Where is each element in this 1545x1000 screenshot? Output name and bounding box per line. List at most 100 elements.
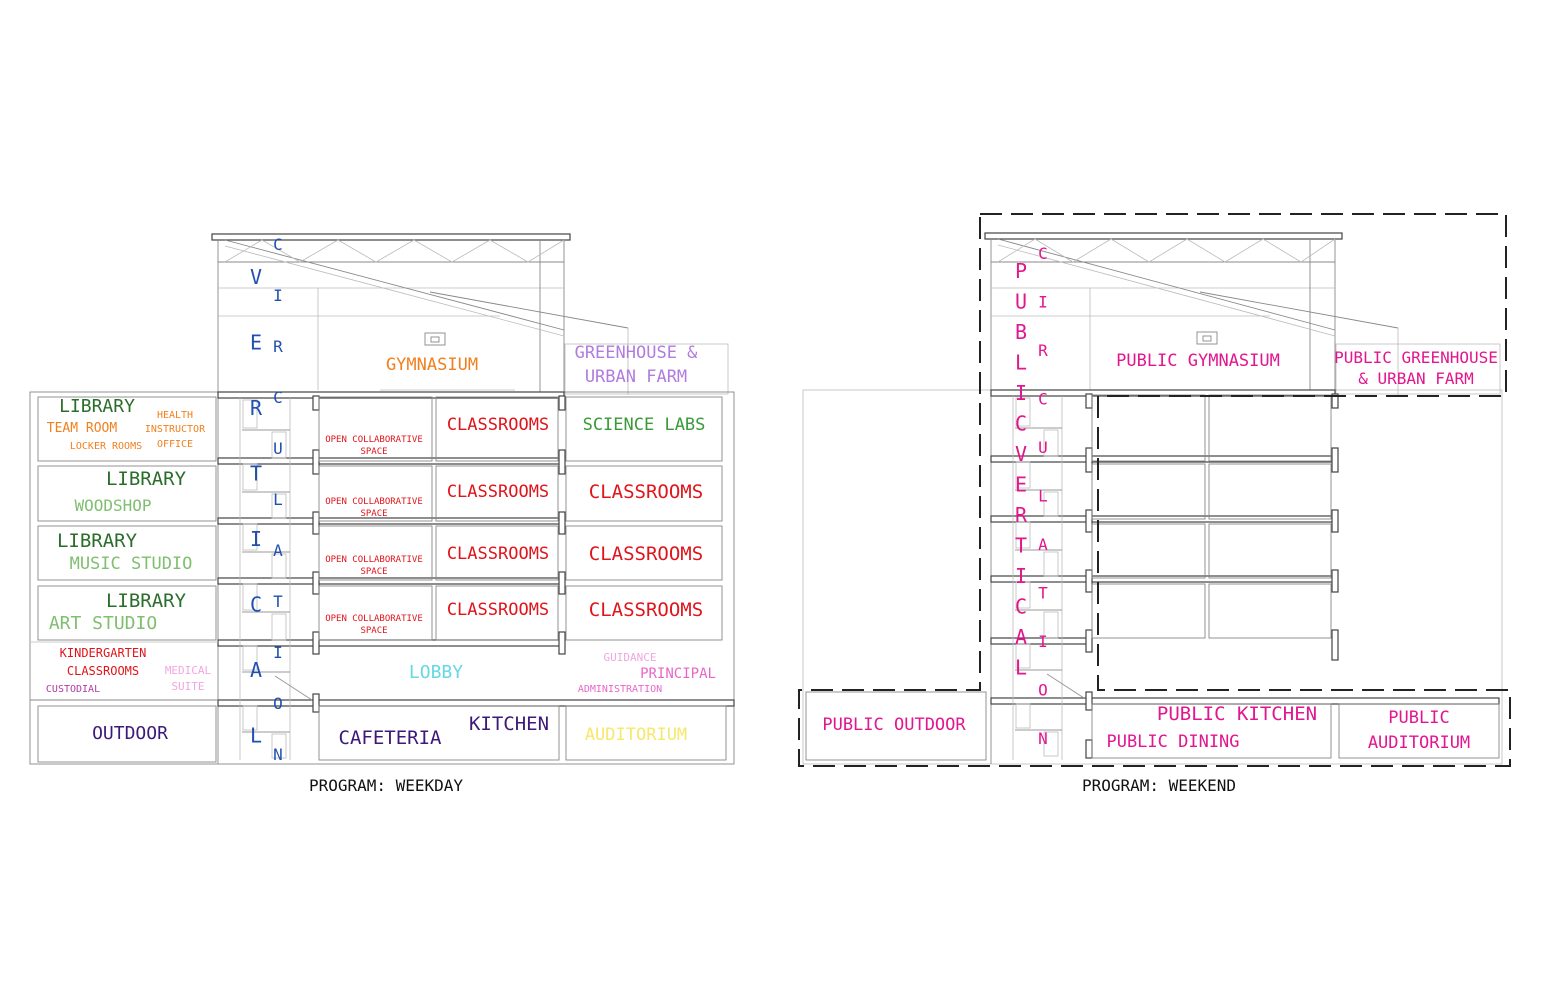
weekend-public-vertical-letter: V — [1015, 442, 1027, 466]
weekday-vertical-letter: L — [250, 724, 262, 748]
weekday-vertical-letter: V — [250, 265, 262, 289]
weekday-room-boxes — [37, 396, 727, 763]
weekday-columns — [312, 395, 566, 713]
weekday-f4-library: LIBRARY — [59, 396, 135, 417]
weekday-health-3: OFFICE — [157, 439, 193, 450]
weekend-auditorium-2: AUDITORIUM — [1368, 733, 1470, 753]
weekday-science-labs: SCIENCE LABS — [583, 415, 706, 435]
weekday-f2-library: LIBRARY — [57, 530, 138, 552]
weekday-kitchen: KITCHEN — [469, 713, 549, 735]
weekday-lobby: LOBBY — [409, 662, 463, 683]
weekend-circulation-letter: U — [1038, 438, 1048, 457]
weekday-circulation-letter: I — [273, 286, 283, 305]
weekday-woodshop: WOODSHOP — [74, 496, 151, 515]
weekday-f2-classrooms-a: CLASSROOMS — [447, 544, 549, 564]
weekend-public-vertical-letter: C — [1015, 595, 1027, 619]
weekend-circulation-letter: O — [1038, 681, 1048, 700]
weekday-circulation-letter: T — [273, 592, 283, 611]
weekend-public-vertical-letter: P — [1015, 259, 1027, 283]
weekend-columns — [1085, 393, 1339, 759]
weekday-circulation-letter: A — [273, 541, 283, 560]
weekday-f1-library: LIBRARY — [106, 590, 187, 612]
weekday-f3-ocs-1: OPEN COLLABORATIVE — [325, 497, 423, 507]
weekday-custodial: CUSTODIAL — [46, 684, 100, 695]
weekend-gym-structure — [984, 232, 1501, 395]
weekday-kindergarten-classrooms: CLASSROOMS — [67, 664, 139, 678]
weekend-closed-rooms — [805, 394, 1500, 761]
weekday-administration: ADMINISTRATION — [578, 684, 662, 695]
weekday-health-1: HEALTH — [157, 410, 193, 421]
weekday-circulation-letter: R — [273, 337, 283, 356]
weekday-f3-classrooms-a: CLASSROOMS — [447, 482, 549, 502]
weekend-circulation-letter: C — [1038, 244, 1048, 263]
weekday-vertical-letter: T — [250, 462, 262, 486]
weekend-circulation-letter: R — [1038, 341, 1048, 360]
weekday-caption: PROGRAM: WEEKDAY — [309, 776, 463, 795]
weekend-circulation-letter: T — [1038, 584, 1048, 603]
weekend-auditorium-1: PUBLIC — [1388, 708, 1449, 728]
weekend-public-vertical-letter: E — [1015, 473, 1027, 497]
weekday-principal: PRINCIPAL — [640, 666, 716, 682]
weekend-stair-core — [1012, 396, 1085, 760]
weekday-f4-classrooms: CLASSROOMS — [447, 415, 549, 435]
weekend-circulation-letter: I — [1038, 632, 1048, 651]
weekday-gym-structure — [211, 233, 729, 395]
weekday-circulation-letter: C — [273, 235, 283, 254]
weekend-public-vertical-letter: T — [1015, 534, 1027, 558]
weekend-circulation-letter: C — [1038, 390, 1048, 409]
weekday-medical-2: SUITE — [171, 680, 204, 693]
weekend-public-boundary — [798, 213, 1511, 767]
weekend-public-vertical-letter: I — [1015, 564, 1027, 588]
weekday-f2-ocs-1: OPEN COLLABORATIVE — [325, 555, 423, 565]
weekday-circulation-letter: N — [273, 745, 283, 764]
weekend-public-vertical-letter: I — [1015, 381, 1027, 405]
weekend-public-vertical-letter: L — [1015, 656, 1027, 680]
weekday-circulation-letter: I — [273, 643, 283, 662]
weekday-f3-ocs-2: SPACE — [360, 509, 387, 519]
weekday-circulation-letter: U — [273, 439, 283, 458]
weekend-circulation-letter: N — [1038, 729, 1048, 748]
weekday-f1-ocs-1: OPEN COLLABORATIVE — [325, 614, 423, 624]
weekday-team-room: TEAM ROOM — [47, 421, 118, 436]
weekend-caption: PROGRAM: WEEKEND — [1082, 776, 1236, 795]
weekend-greenhouse-1: PUBLIC GREENHOUSE — [1334, 348, 1498, 367]
weekday-auditorium: AUDITORIUM — [585, 725, 687, 745]
weekday-medical-1: MEDICAL — [165, 664, 212, 677]
weekday-f4-ocs-2: SPACE — [360, 447, 387, 457]
weekday-f1-classrooms-b: CLASSROOMS — [589, 599, 703, 621]
weekend-slabs — [990, 389, 1500, 705]
weekday-f3-classrooms-b: CLASSROOMS — [589, 481, 703, 503]
weekday-gymnasium-label: GYMNASIUM — [386, 355, 478, 375]
weekday-cafeteria: CAFETERIA — [339, 727, 443, 749]
weekend-gymnasium: PUBLIC GYMNASIUM — [1116, 351, 1280, 371]
weekend-public-vertical-letter: R — [1015, 503, 1028, 527]
weekday-outdoor: OUTDOOR — [92, 723, 168, 744]
weekday-circulation-letter: L — [273, 490, 283, 509]
weekend-public-vertical-letter: A — [1015, 625, 1027, 649]
weekend-public-vertical-letter: U — [1015, 290, 1027, 314]
weekday-f2-ocs-2: SPACE — [360, 567, 387, 577]
weekday-vertical-letter: C — [250, 593, 262, 617]
weekend-circulation-letter: L — [1038, 487, 1048, 506]
weekday-vertical-letter: A — [250, 658, 262, 682]
weekday-stair-core — [239, 398, 313, 760]
weekday-circulation-letter: O — [273, 694, 283, 713]
weekday-f1-classrooms-a: CLASSROOMS — [447, 600, 549, 620]
weekday-vertical-letter: I — [250, 527, 262, 551]
weekend-greenhouse-2: & URBAN FARM — [1358, 369, 1474, 388]
weekday-f1-ocs-2: SPACE — [360, 626, 387, 636]
weekday-guidance: GUIDANCE — [604, 651, 657, 664]
weekend-public-vertical-letter: C — [1015, 412, 1027, 436]
weekday-music-studio: MUSIC STUDIO — [70, 554, 193, 574]
weekend-public-vertical-letter: B — [1015, 320, 1027, 344]
weekday-f3-library: LIBRARY — [106, 468, 187, 490]
weekday-f4-ocs-1: OPEN COLLABORATIVE — [325, 435, 423, 445]
weekday-kindergarten: KINDERGARTEN — [60, 646, 147, 660]
